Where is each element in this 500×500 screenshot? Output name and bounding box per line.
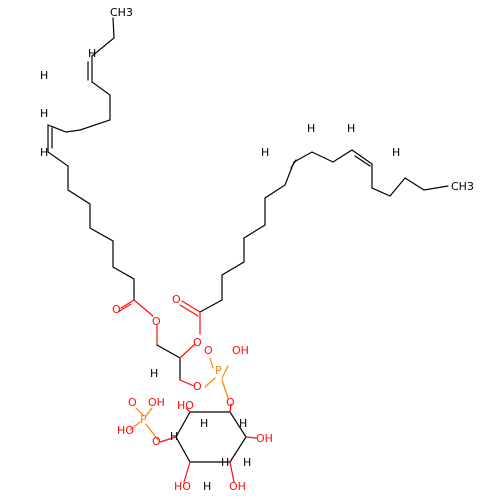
bond-line	[179, 379, 195, 387]
bond-line	[129, 421, 141, 431]
bond-line	[156, 344, 181, 381]
alkene-hydrogen-label: H	[392, 146, 400, 159]
bond-line	[229, 403, 232, 413]
phosphate-hydroxyl-label: OH	[232, 344, 249, 357]
phosphate-oxygen-label: O	[204, 344, 213, 357]
ring-phosphate-link-oxygen-label: O	[152, 435, 161, 448]
bond-line	[245, 436, 257, 439]
bond-line	[183, 461, 191, 483]
bond-line	[229, 461, 235, 483]
ring-hydroxyl-label: HO	[174, 480, 191, 493]
alkene-hydrogen-label: H	[88, 47, 96, 60]
bond-line	[354, 155, 371, 167]
ring-hydroxyl-label: HO	[177, 399, 194, 412]
bond-line	[199, 149, 449, 313]
phosphorus-label: P	[215, 364, 222, 377]
phosphate-bridge-oxygen-label: O	[193, 380, 202, 393]
bond-line	[181, 300, 201, 313]
bond-line	[145, 407, 153, 417]
alkene-hydrogen-label: H	[40, 69, 48, 82]
bond-line	[221, 365, 229, 379]
bond-line	[145, 423, 159, 441]
bond-line	[175, 411, 247, 463]
ring-hydrogen-label: H	[243, 456, 251, 469]
ring-hydrogen-label: H	[239, 417, 247, 430]
ring-hydroxyl-label: OH	[229, 480, 246, 493]
bond-line	[179, 343, 196, 359]
bond-line	[221, 379, 229, 399]
ring-phosphate-hydroxyl-label: OH	[148, 396, 165, 409]
bond-layer	[47, 17, 449, 483]
carbonyl-oxygen-label: O	[172, 293, 181, 306]
alkene-hydrogen-label: H	[307, 122, 315, 135]
ring-phosphorus-label: P	[140, 413, 147, 426]
methyl-top-label: CH3	[110, 6, 133, 19]
alkene-hydrogen-label: H	[40, 107, 48, 120]
ring-hydroxyl-label: OH	[256, 432, 273, 445]
ring-hydrogen-label: H	[170, 430, 178, 443]
bond-line	[209, 357, 214, 369]
bond-line	[159, 436, 177, 443]
bond-line	[290, 159, 297, 169]
bond-line	[47, 17, 135, 301]
bond-line	[204, 377, 216, 388]
alkene-hydrogen-label: H	[261, 146, 269, 159]
bond-line	[185, 407, 191, 413]
ring-phosphate-oxygen-label: O	[128, 396, 137, 409]
methyl-right-label: CH3	[451, 180, 474, 193]
ring-hydrogen-label: H	[221, 456, 229, 469]
bond-line	[117, 303, 132, 313]
ring-phosphate-hydroxyl-label: HO	[117, 424, 134, 437]
bond-line	[179, 304, 199, 317]
ring-hydrogen-label: H	[200, 417, 208, 430]
bond-line	[120, 299, 135, 309]
ring-hydrogen-label: H	[203, 480, 211, 493]
bond-line	[133, 299, 154, 317]
bond-line	[135, 407, 145, 417]
stereo-hydrogen-label: H	[150, 367, 158, 380]
ester-oxygen-label: O	[193, 336, 202, 349]
carbonyl-oxygen-label: O	[112, 303, 121, 316]
alkene-hydrogen-label: H	[40, 146, 48, 159]
alkene-hydrogen-label: H	[347, 122, 355, 135]
ring-phosphate-oxygen-label: O	[226, 396, 235, 409]
atom-label-layer: CH3 CH3 H H H H H H H H O O O O H O P O …	[40, 6, 474, 493]
ester-oxygen-label: O	[152, 315, 161, 328]
